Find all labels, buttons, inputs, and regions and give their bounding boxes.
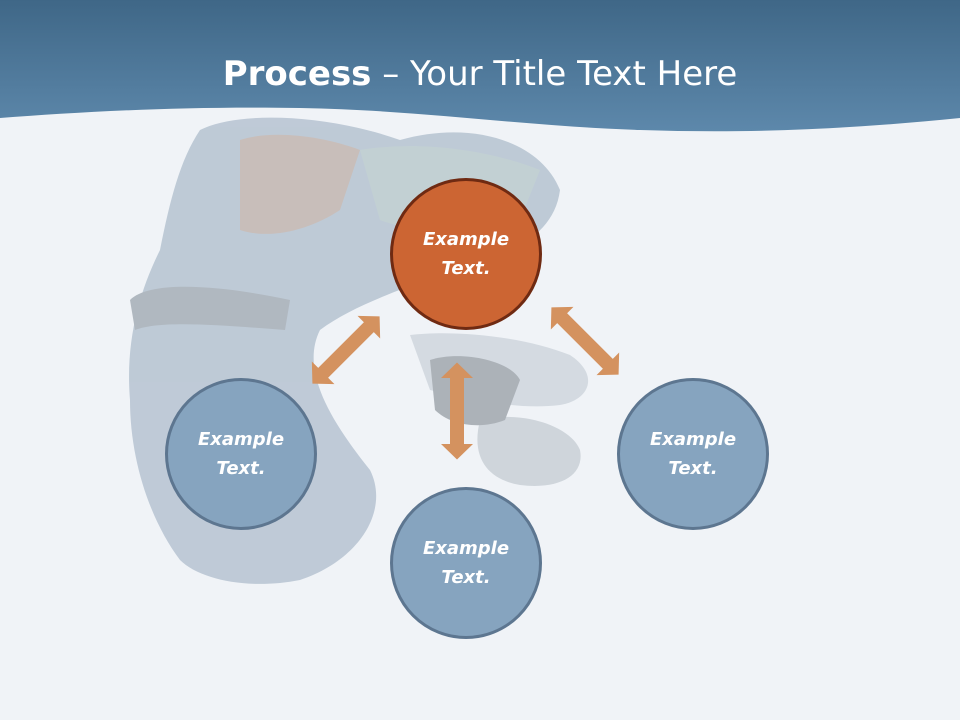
title-rest: – Your Title Text Here — [371, 54, 738, 94]
node-right-label: Example Text. — [649, 429, 737, 479]
arrow-top-right — [540, 296, 630, 386]
slide-title: Process – Your Title Text Here — [0, 50, 960, 98]
arrow-top-left — [301, 305, 391, 395]
header-banner — [0, 0, 960, 132]
node-top-label: Example Text. — [422, 229, 510, 279]
node-left-label: Example Text. — [197, 429, 285, 479]
node-left[interactable]: Example Text. — [165, 378, 317, 530]
title-bold: Process — [222, 54, 372, 94]
node-bottom[interactable]: Example Text. — [390, 487, 542, 639]
arrow-top-bottom — [441, 362, 473, 460]
node-top[interactable]: Example Text. — [390, 178, 542, 330]
node-bottom-label: Example Text. — [422, 538, 510, 588]
node-right[interactable]: Example Text. — [617, 378, 769, 530]
